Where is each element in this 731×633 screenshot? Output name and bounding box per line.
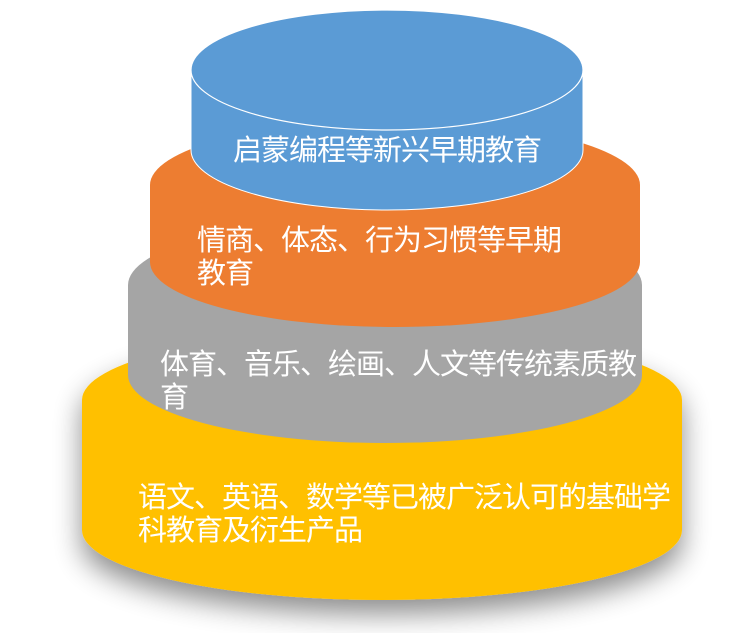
layer-2-label: 情商、体态、行为习惯等早期教育 — [197, 223, 562, 290]
layer-4-label: 语文、英语、数学等已被广泛认可的基础学科教育及衍生产品 — [138, 480, 671, 547]
layer-1-label: 启蒙编程等新兴早期教育 — [233, 133, 542, 167]
layer-3-label: 体育、音乐、绘画、人文等传统素质教育 — [160, 347, 637, 414]
layer-1-cylinder — [190, 9, 584, 211]
